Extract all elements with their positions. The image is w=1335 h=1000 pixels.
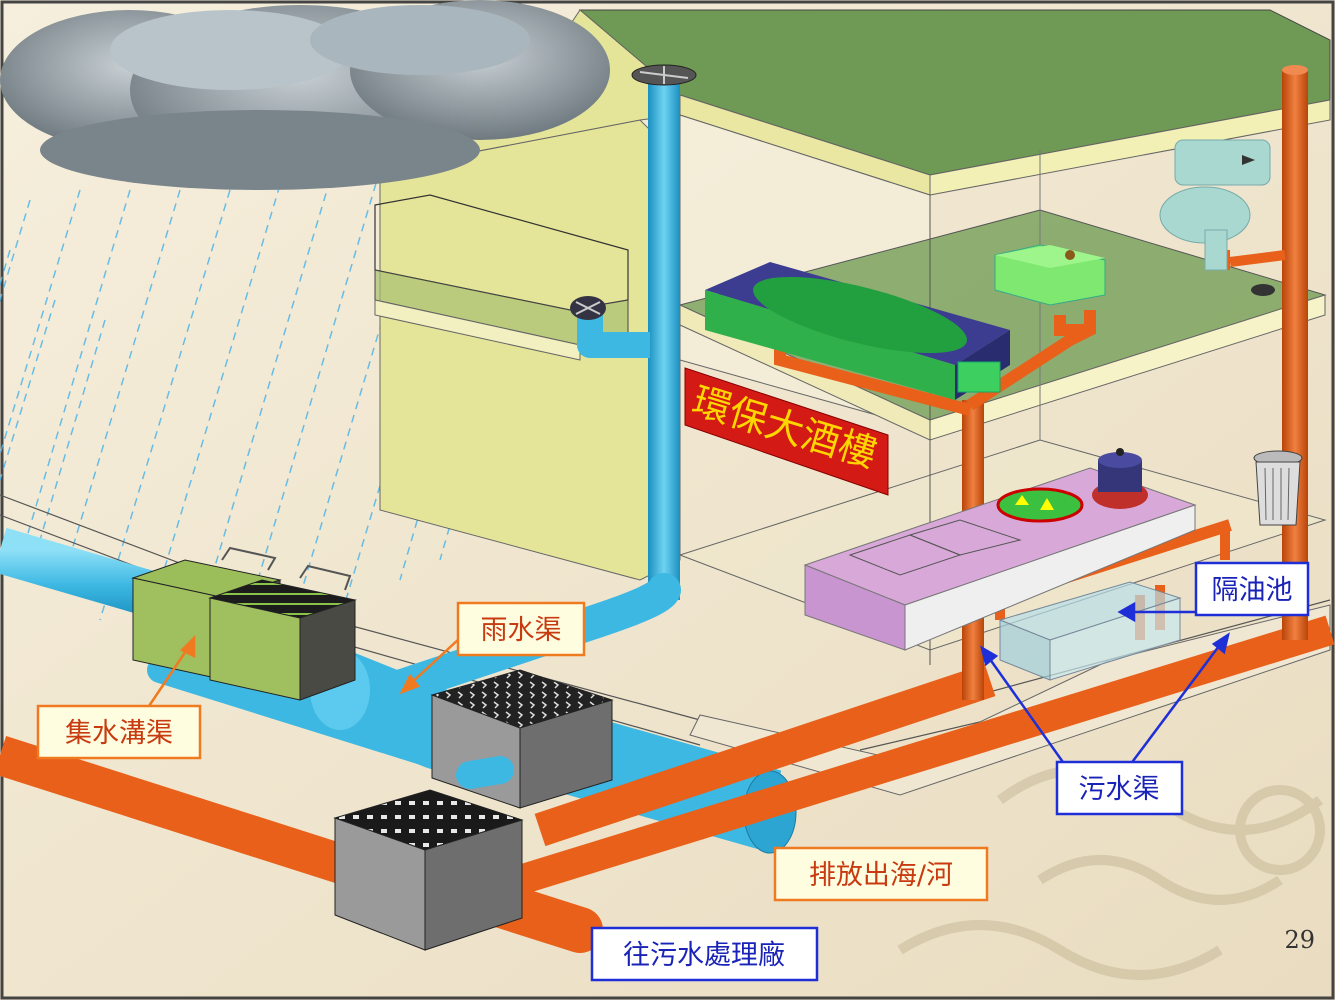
label-discharge: 排放出海/河 <box>773 846 989 902</box>
storm-lateral-pipe <box>343 573 681 717</box>
storm-manhole-inlet <box>456 756 514 789</box>
roof-edge-side <box>929 99 1331 196</box>
grease-trap-box <box>998 581 1182 681</box>
wash-basin <box>994 244 1106 306</box>
cooking-pot <box>1092 448 1148 509</box>
floor-drain-icon <box>1251 284 1275 296</box>
curb <box>689 604 1331 796</box>
sewer-manhole <box>333 789 524 951</box>
label-sewer-text: 污水渠 <box>1079 774 1160 805</box>
page-number: 29 <box>1284 926 1315 954</box>
label-to-treatment: 往污水處理廠 <box>590 926 819 982</box>
sewer-arrows <box>980 601 1230 766</box>
label-discharge-text: 排放出海/河 <box>809 860 953 891</box>
label-catch-drain: 集水溝渠 <box>36 704 202 760</box>
bathtub <box>705 262 1010 400</box>
trash-can-icon <box>1253 450 1303 526</box>
label-catch-drain-text: 集水溝渠 <box>65 718 173 749</box>
rain-arrows <box>143 634 461 713</box>
label-sewer: 污水渠 <box>1055 760 1184 816</box>
planter-box <box>374 194 629 361</box>
label-grease-trap: 隔油池 <box>1194 561 1310 617</box>
label-rain-channel: 雨水渠 <box>456 601 586 657</box>
food-bowl <box>996 487 1084 523</box>
toilet <box>1159 139 1271 271</box>
label-grease-trap-text: 隔油池 <box>1212 575 1293 606</box>
storm-downpipe <box>648 75 680 600</box>
roof-drain-grille <box>639 66 689 84</box>
storm-manhole <box>430 669 614 809</box>
label-rain-channel-text: 雨水渠 <box>481 615 562 646</box>
gully-boxes <box>131 546 357 701</box>
rain-cloud <box>0 0 610 190</box>
label-to-treatment-text: 往污水處理廠 <box>623 940 785 971</box>
balcony-drain-pipe <box>577 310 650 358</box>
